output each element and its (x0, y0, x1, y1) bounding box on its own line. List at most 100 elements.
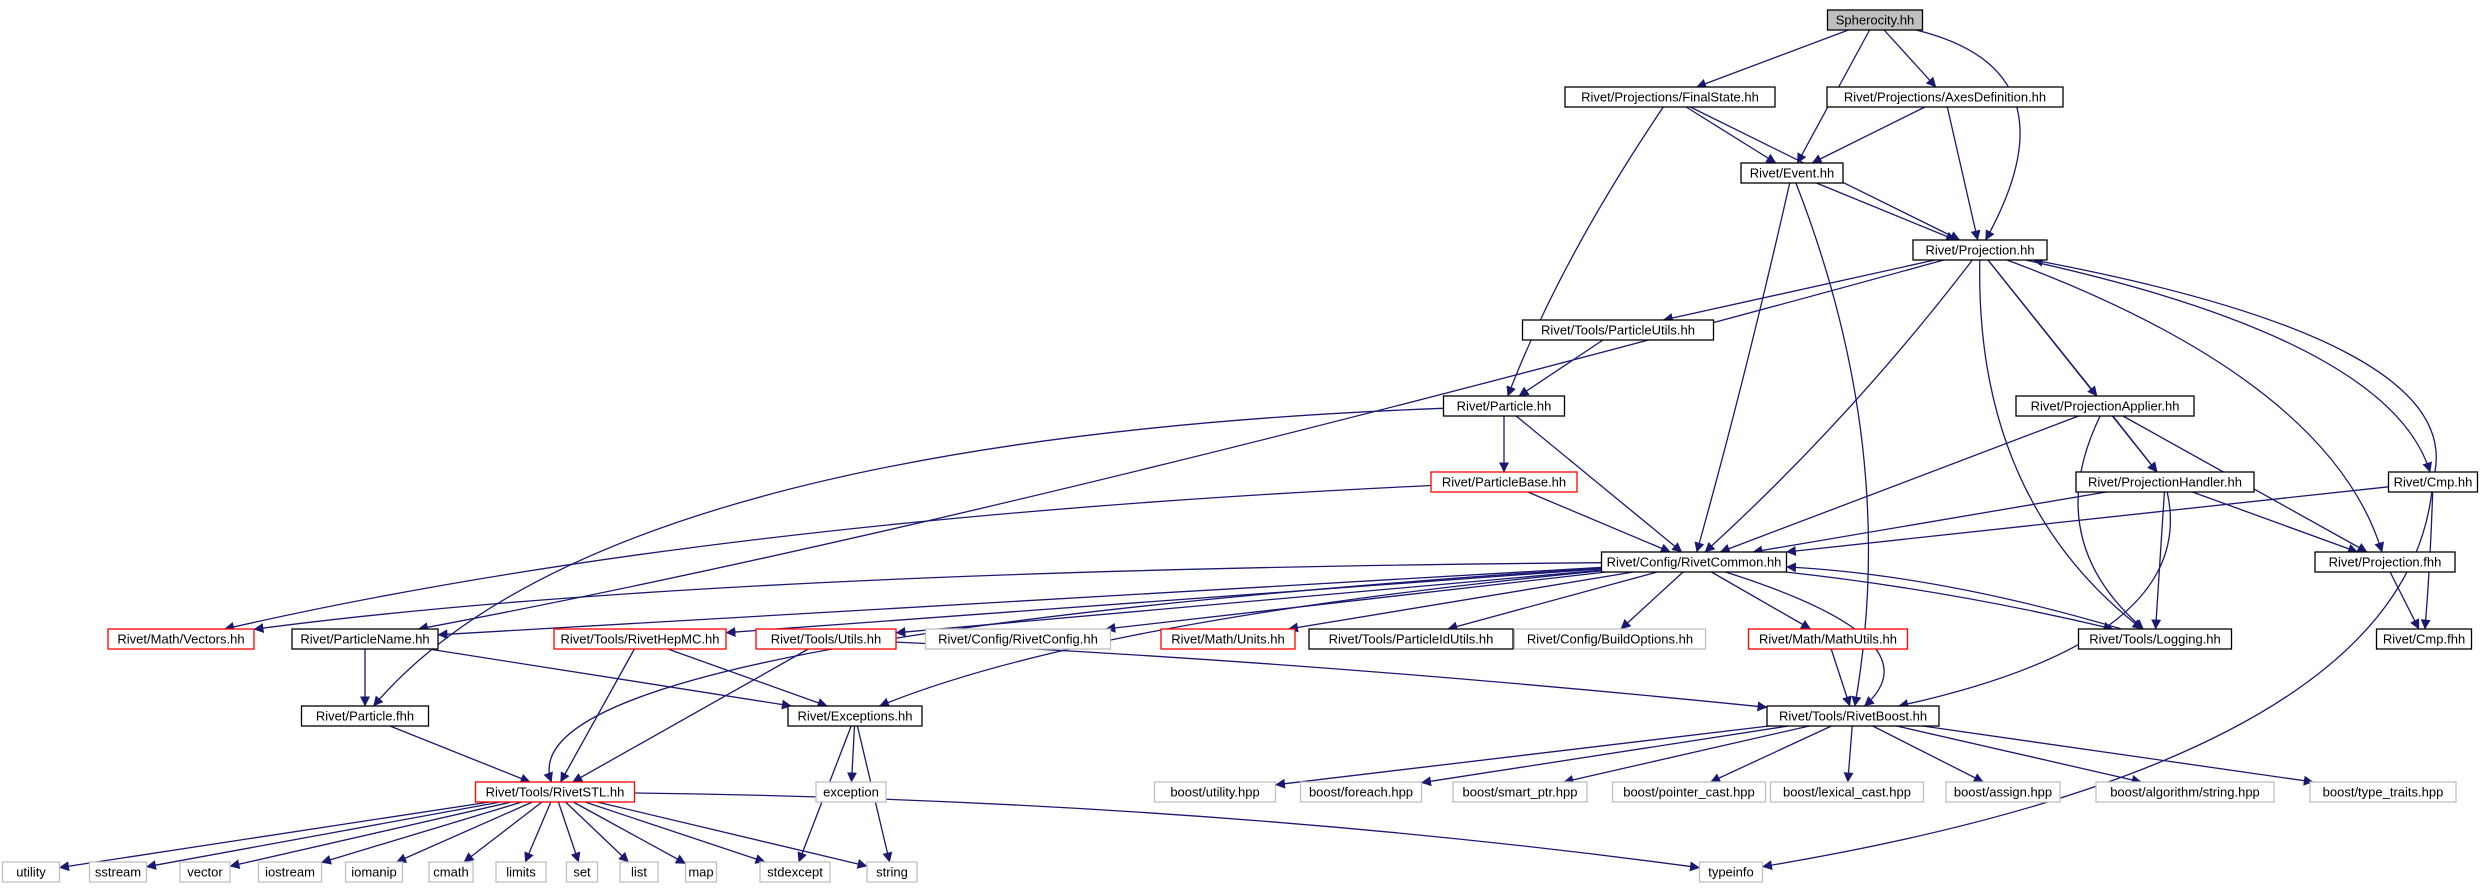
node-box (1, 861, 61, 883)
edge-rc-to-pidu (1447, 571, 1658, 632)
node-pbase[interactable]: Rivet/ParticleBase.hh (1430, 471, 1578, 493)
node-label: string (876, 865, 908, 880)
node-hepmc[interactable]: Rivet/Tools/RivetHepMC.hh (553, 628, 727, 650)
node-blc: boost/lexical_cast.hpp (1769, 781, 1925, 803)
node-phand[interactable]: Rivet/ProjectionHandler.hh (2075, 471, 2255, 493)
node-label: set (573, 865, 591, 880)
node-ev[interactable]: Rivet/Event.hh (1740, 162, 1844, 184)
edge-stl-to-typeinfo (634, 792, 1700, 872)
edge-pu-to-part (1518, 339, 1604, 397)
edge-mathu-to-rb (1830, 648, 1852, 707)
node-box (257, 861, 323, 883)
node-vec[interactable]: Rivet/Math/Vectors.hh (107, 628, 255, 650)
node-label: Rivet/Tools/Utils.hh (771, 632, 882, 647)
node-box (1521, 319, 1715, 341)
node-papp[interactable]: Rivet/ProjectionApplier.hh (2015, 395, 2195, 417)
node-label: sstream (95, 865, 141, 880)
node-box (1826, 86, 2064, 108)
edge-part-to-rc (1515, 415, 1683, 553)
node-box (495, 861, 547, 883)
node-cmpf[interactable]: Rivet/Cmp.fhh (2375, 628, 2473, 650)
node-label: map (688, 865, 713, 880)
node-sph[interactable]: Spherocity.hh (1826, 9, 1924, 31)
node-box (1452, 781, 1588, 803)
node-tutils[interactable]: Rivet/Tools/Utils.hh (755, 628, 897, 650)
node-label: Rivet/Math/Units.hh (1171, 632, 1284, 647)
node-rb[interactable]: Rivet/Tools/RivetBoost.hh (1766, 705, 1940, 727)
node-box (619, 861, 659, 883)
edge-proj-to-cmp (2025, 259, 2433, 473)
node-label: Rivet/Projections/FinalState.hh (1581, 90, 1759, 105)
node-label: list (631, 865, 647, 880)
node-box (924, 628, 1112, 650)
node-axes[interactable]: Rivet/Projections/AxesDefinition.hh (1826, 86, 2064, 108)
node-fs[interactable]: Rivet/Projections/FinalState.hh (1564, 86, 1776, 108)
node-label: boost/type_traits.hpp (2323, 785, 2444, 800)
edge-phand-to-rc (1752, 491, 2107, 556)
edge-proj-to-log (1979, 259, 2143, 630)
edge-rc-to-stl (543, 567, 1602, 783)
node-label: Rivet/Tools/RivetSTL.hh (486, 785, 625, 800)
node-list: list (619, 861, 659, 883)
node-stl[interactable]: Rivet/Tools/RivetSTL.hh (474, 781, 636, 803)
edge-rc-to-log (1785, 571, 2114, 632)
node-label: limits (506, 865, 536, 880)
node-stdexcept: stdexcept (759, 861, 831, 883)
edge-stl-to-list (565, 801, 629, 863)
edge-fs-to-ev (1685, 106, 1777, 164)
node-pname[interactable]: Rivet/ParticleName.hh (291, 628, 439, 650)
edge-stl-to-set (557, 801, 581, 863)
edge-axes-to-ev (1811, 106, 1926, 164)
node-pidu[interactable]: Rivet/Tools/ParticleIdUtils.hh (1308, 628, 1514, 650)
node-box (1769, 781, 1925, 803)
edge-stl-to-iostream (321, 801, 523, 865)
edge-phand-to-log (2151, 491, 2166, 630)
edge-rb-to-blc (1843, 725, 1854, 783)
node-box (759, 861, 831, 883)
node-label: Rivet/Math/MathUtils.hh (1759, 632, 1897, 647)
node-label: Rivet/Config/RivetConfig.hh (938, 632, 1098, 647)
node-box (1912, 239, 2048, 261)
node-label: cmath (433, 865, 468, 880)
node-box (1513, 628, 1707, 650)
node-box (1430, 471, 1578, 493)
node-limits: limits (495, 861, 547, 883)
node-label: Rivet/ParticleName.hh (300, 632, 429, 647)
node-box (2387, 471, 2479, 493)
node-exc[interactable]: Rivet/Exceptions.hh (787, 705, 923, 727)
node-box (428, 861, 474, 883)
node-box (1747, 628, 1909, 650)
node-proj[interactable]: Rivet/Projection.hh (1912, 239, 2048, 261)
edge-pbase-to-rc (1527, 491, 1671, 553)
node-pu[interactable]: Rivet/Tools/ParticleUtils.hh (1521, 319, 1715, 341)
node-mathu[interactable]: Rivet/Math/MathUtils.hh (1747, 628, 1909, 650)
node-sstream: sstream (88, 861, 148, 883)
node-pfhh[interactable]: Rivet/Projection.fhh (2314, 551, 2456, 573)
node-pfh[interactable]: Rivet/Particle.fhh (300, 705, 430, 727)
edge-rc-to-bopt (1620, 571, 1684, 630)
edge-proj-to-pfhh (2006, 259, 2385, 553)
node-log[interactable]: Rivet/Tools/Logging.hh (2077, 628, 2233, 650)
node-part[interactable]: Rivet/Particle.hh (1442, 395, 1566, 417)
node-label: Rivet/Tools/ParticleIdUtils.hh (1329, 632, 1494, 647)
node-box (866, 861, 918, 883)
node-label: Rivet/ParticleBase.hh (1442, 475, 1566, 490)
node-label: Rivet/Tools/RivetBoost.hh (1779, 709, 1927, 724)
node-label: Rivet/Projections/AxesDefinition.hh (1844, 90, 2046, 105)
node-set: set (565, 861, 599, 883)
node-units[interactable]: Rivet/Math/Units.hh (1160, 628, 1296, 650)
node-rc[interactable]: Rivet/Config/RivetCommon.hh (1600, 551, 1788, 573)
node-box (1564, 86, 1776, 108)
node-label: Rivet/Cmp.hh (2394, 475, 2473, 490)
node-label: stdexcept (767, 865, 823, 880)
node-box (1826, 9, 1924, 31)
node-cmp[interactable]: Rivet/Cmp.hh (2387, 471, 2479, 493)
node-box (300, 705, 430, 727)
node-vector: vector (179, 861, 231, 883)
edge-papp-to-rc (1719, 415, 2079, 554)
edge-axes-to-proj (1946, 106, 1981, 241)
node-label: Rivet/Cmp.fhh (2383, 632, 2465, 647)
node-box (2075, 471, 2255, 493)
node-butil: boost/utility.hpp (1153, 781, 1277, 803)
node-label: boost/pointer_cast.hpp (1623, 785, 1755, 800)
